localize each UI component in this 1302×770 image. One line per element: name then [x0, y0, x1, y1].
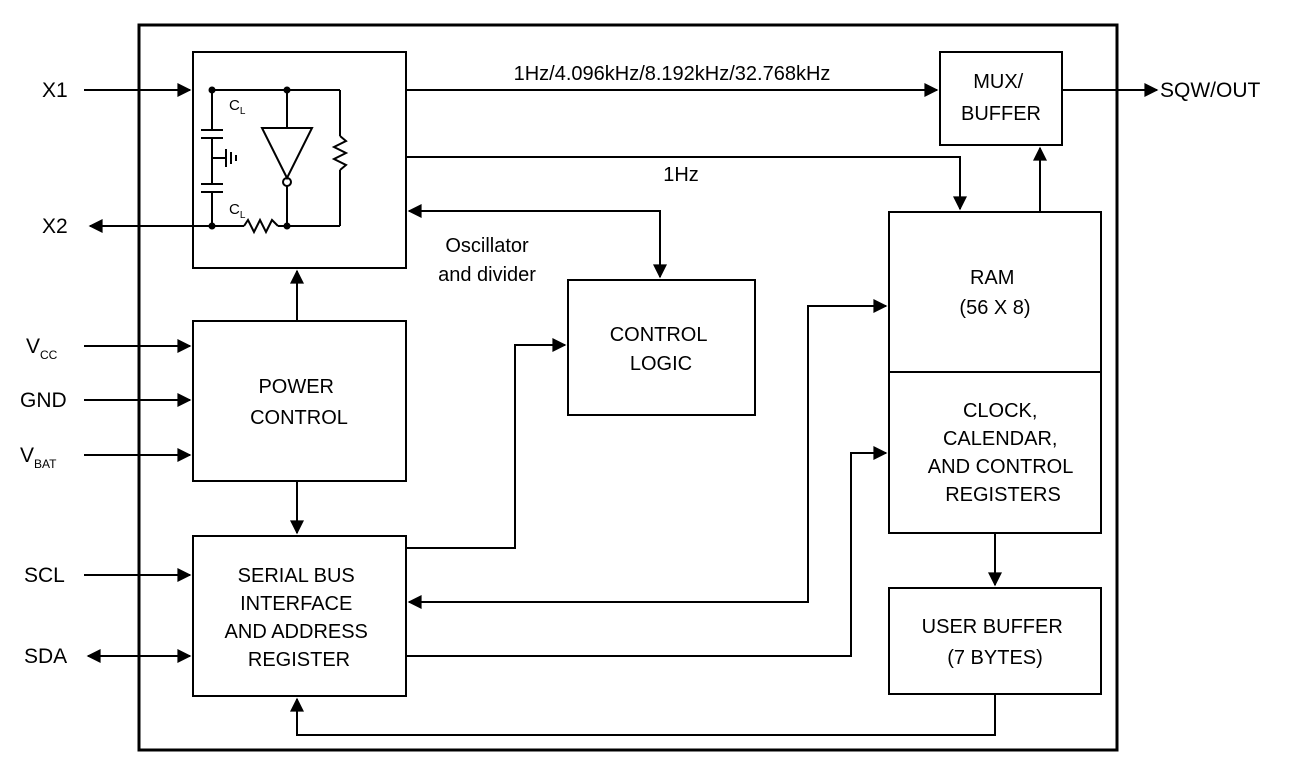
control-logic-block [567, 279, 756, 416]
crystal-oscillator-schematic [201, 89, 349, 235]
clock-registers-block [888, 371, 1102, 534]
user-buffer-block [888, 587, 1102, 695]
one-hz-line [406, 156, 967, 211]
serial-bus-block [192, 535, 407, 697]
user-buffer-label: USER BUFFER (7 BYTES) [922, 616, 1069, 669]
ram-label: RAM (56 X 8) [959, 267, 1030, 319]
oscillator-block [192, 51, 407, 269]
oscillator-caption-2: and divider [438, 264, 536, 286]
power-control-label: POWER CONTROL [250, 376, 348, 429]
power-control-block [192, 320, 407, 482]
chip-outline [137, 23, 1119, 752]
pin-label-x1: X1 [42, 79, 68, 102]
pin-label-scl: SCL [24, 564, 65, 587]
cap-label-top: CL [229, 97, 246, 117]
pin-label-sqw-out: SQW/OUT [1160, 79, 1260, 102]
serial-ram-line [407, 299, 888, 609]
pin-label-vcc: VCC [26, 335, 58, 362]
one-hz-label: 1Hz [663, 164, 699, 186]
mux-buffer-label: MUX/ BUFFER [961, 71, 1041, 125]
serial-to-clock-line [406, 446, 888, 657]
pin-label-vbat: VBAT [20, 444, 57, 471]
control-logic-label: CONTROL LOGIC [610, 324, 713, 375]
userbuf-to-serial-line [290, 694, 996, 736]
mux-buffer-block [939, 51, 1063, 146]
pin-label-sda: SDA [24, 645, 67, 668]
serial-to-control-line [406, 338, 567, 549]
pin-label-gnd: GND [20, 389, 67, 412]
cap-label-bottom: CL [229, 201, 246, 221]
oscillator-caption-1: Oscillator [445, 235, 529, 257]
ram-block [888, 211, 1102, 373]
pin-label-x2: X2 [42, 215, 68, 238]
osc-control-line [407, 204, 667, 279]
serial-bus-label: SERIAL BUS INTERFACE AND ADDRESS REGISTE… [225, 565, 374, 671]
clock-registers-label: CLOCK, CALENDAR, AND CONTROL REGISTERS [928, 400, 1078, 506]
freq-options-label: 1Hz/4.096kHz/8.192kHz/32.768kHz [514, 63, 831, 85]
